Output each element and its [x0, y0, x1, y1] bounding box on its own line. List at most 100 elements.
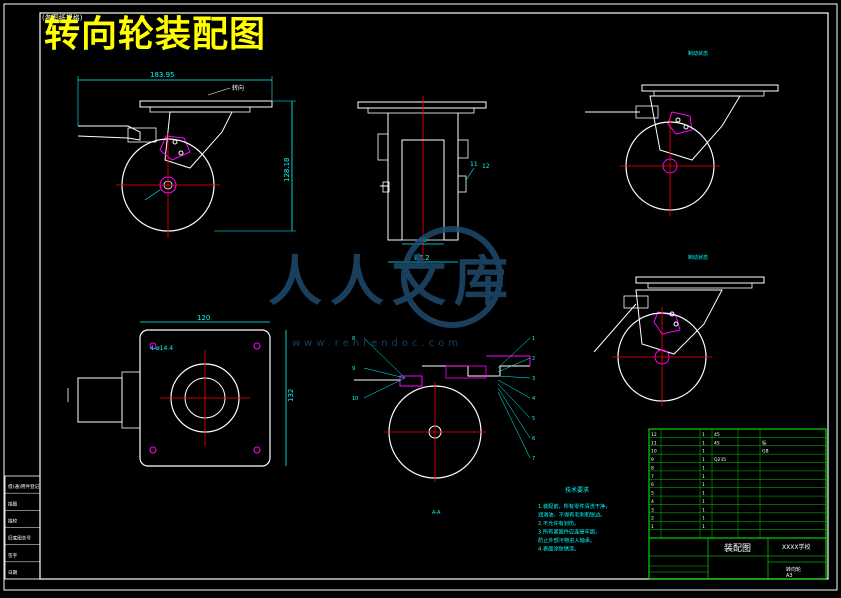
side-strip-item: 描图 — [8, 500, 18, 507]
section-callouts: 1 2 3 4 5 6 7 8 9 10 — [352, 336, 535, 462]
plan-width-dim: 120 — [197, 314, 210, 322]
parts-cell-no: 2 — [651, 516, 654, 522]
callout-number: 5 — [532, 416, 535, 422]
parts-cell-no: 12 — [651, 432, 657, 438]
front-outer-dim: 67.2 — [414, 254, 430, 262]
callout-leader — [497, 375, 531, 379]
parts-cell-no: 4 — [651, 499, 654, 505]
side-width-dim: 183.95 — [150, 71, 175, 79]
callout-number: 7 — [532, 456, 535, 462]
callout-number: 6 — [532, 436, 535, 442]
callout-number: 4 — [532, 396, 535, 402]
side-height-dim: 128.18 — [283, 158, 291, 183]
parts-cell-qty: 1 — [702, 507, 705, 513]
right-top-view: 制动状态 — [585, 50, 779, 216]
parts-cell-note: GB — [762, 449, 769, 455]
callout-number: 2 — [532, 356, 535, 362]
tech-line: 4.表面涂防锈漆。 — [538, 545, 579, 553]
parts-cell-qty: 1 — [702, 491, 705, 497]
parts-cell-qty: 1 — [702, 516, 705, 522]
side-callout: 转向 — [232, 84, 244, 92]
tech-line: 2.不允许有划伤。 — [538, 519, 579, 527]
parts-cell-no: 1 — [651, 524, 654, 530]
callout-number: 9 — [352, 366, 355, 372]
outer-border — [3, 3, 838, 591]
side-strip-item: 日期 — [8, 570, 18, 576]
watermark: 人人文库 www.renrendoc.com — [268, 226, 516, 349]
callout-number: 10 — [352, 396, 358, 402]
right-bottom-view: 制动状态 — [593, 254, 765, 406]
callout-leader — [497, 391, 531, 459]
parts-cell-no: 10 — [651, 449, 657, 455]
tech-line: 防止外部污物进入轴承。 — [538, 536, 595, 544]
callout-leader — [363, 367, 406, 379]
callout-leader — [363, 337, 406, 379]
side-strip-item: 描校 — [8, 518, 18, 525]
parts-cell-qty: 1 — [702, 432, 705, 438]
title-block-sheet: A3 — [786, 573, 793, 579]
parts-cell-qty: 1 — [702, 465, 705, 471]
parts-cell-note: 标 — [762, 439, 767, 446]
front-callout-a: 11 — [470, 161, 478, 168]
parts-cell-no: 8 — [651, 465, 654, 471]
parts-cell-no: 3 — [651, 507, 654, 513]
callout-leader — [497, 337, 531, 369]
tech-line: 3.所有紧固件应连接牢固， — [538, 528, 600, 536]
parts-cell-qty: 1 — [702, 499, 705, 505]
callout-leader — [497, 383, 531, 419]
parts-cell-qty: 1 — [702, 449, 705, 455]
callout-leader — [497, 387, 531, 439]
side-strip-item: 借(通)用件登记 — [8, 483, 40, 490]
callout-number: 8 — [352, 336, 355, 342]
parts-cell-no: 11 — [651, 440, 657, 446]
inner-border — [39, 12, 829, 580]
parts-cell-qty: 1 — [702, 524, 705, 530]
callout-leader — [497, 357, 531, 373]
tech-line: 润滑油，不得有毛刺和锐边。 — [538, 511, 605, 519]
title-block: 装配图 XXXX学校 转向轮 A3 — [648, 537, 827, 580]
parts-cell-no: 5 — [651, 491, 654, 497]
parts-cell-mat: Q235 — [714, 457, 726, 463]
parts-cell-qty: 1 — [702, 482, 705, 488]
side-strip-item: 旧底图总号 — [8, 535, 31, 542]
title-block-school: XXXX学校 — [782, 543, 810, 551]
plan-view: 120 4-ø14.4 132 — [67, 314, 295, 467]
watermark-url: www.renrendoc.com — [292, 338, 462, 349]
watermark-text: 人人文库 — [268, 250, 516, 313]
parts-cell-no: 9 — [651, 457, 654, 463]
tech-lines: 1.装配前，所有零件清洗干净， 润滑油，不得有毛刺和锐边。2.不允许有划伤。3.… — [538, 502, 610, 553]
drawing-title: 转向轮装配图 — [44, 13, 267, 55]
parts-cell-qty: 1 — [702, 457, 705, 463]
parts-cell-mat: 45 — [714, 440, 720, 446]
parts-cell-qty: 1 — [702, 474, 705, 480]
tech-heading: 技术要求 — [565, 486, 589, 494]
callout-leader — [363, 377, 406, 399]
title-block-drawing-name: 装配图 — [724, 542, 751, 554]
callout-leader — [497, 379, 531, 399]
plan-height-dim: 132 — [287, 389, 295, 402]
right-top-label: 制动状态 — [688, 50, 708, 57]
parts-cell-mat: 45 — [714, 432, 720, 438]
corner-badge: (各图纸规格) — [42, 14, 83, 22]
parts-cell-no: 7 — [651, 474, 654, 480]
right-bottom-label: 制动状态 — [688, 254, 708, 261]
section-view: A-A — [354, 355, 531, 516]
side-strip-item: 签字 — [8, 552, 18, 559]
plan-hole-note: 4-ø14.4 — [150, 345, 173, 352]
title-block-product: 转向轮 — [786, 566, 801, 573]
tech-line: 1.装配前，所有零件清洗干净， — [538, 502, 610, 510]
section-label: A-A — [432, 510, 441, 516]
callout-number: 1 — [532, 336, 535, 342]
front-callout-b: 12 — [482, 163, 490, 170]
parts-cell-no: 6 — [651, 482, 654, 488]
callout-number: 3 — [532, 376, 535, 382]
side-view: 183.95 转向 128.18 — [77, 71, 296, 238]
parts-cell-qty: 1 — [702, 440, 705, 446]
tech-requirements: 技术要求 1.装配前，所有零件清洗干净， 润滑油，不得有毛刺和锐边。2.不允许有… — [538, 486, 610, 553]
